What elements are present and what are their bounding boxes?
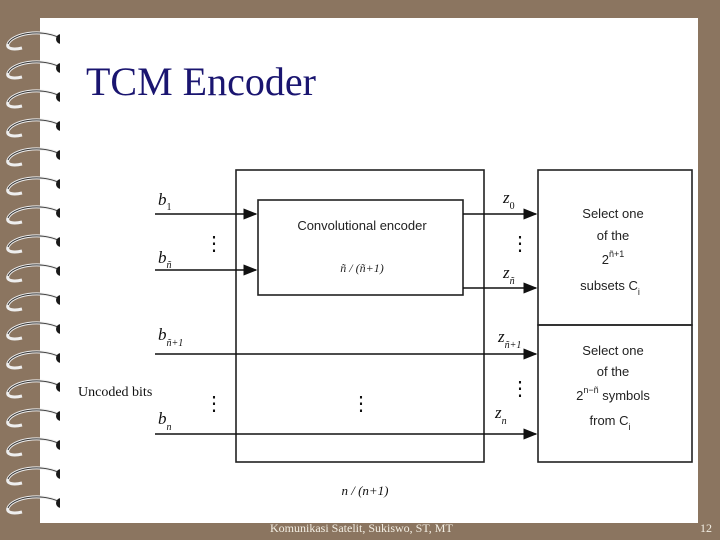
- subset-line3: 2ñ+1: [602, 249, 625, 267]
- convolutional-encoder-box: [257, 199, 464, 296]
- symbol-line3-rest: symbols: [599, 388, 651, 403]
- spiral-binding-icon: [6, 31, 60, 515]
- label-bn-sub: n: [167, 422, 172, 433]
- label-z0-base: z: [502, 188, 510, 207]
- subset-line4-sub: i: [638, 287, 640, 297]
- conv-encoder-label: Convolutional encoder: [297, 218, 427, 233]
- symbol-line2: of the: [597, 364, 630, 379]
- spiral-ring-shadow: [7, 177, 60, 190]
- binding-hole: [56, 150, 60, 160]
- outer-encoder-box: [235, 169, 485, 463]
- binding-hole: [56, 498, 60, 508]
- symbol-line3-exp: n−ñ: [583, 385, 598, 395]
- spiral-ring-shadow: [7, 148, 60, 161]
- label-bn-base: b: [158, 409, 167, 428]
- subset-line3-base: 2: [602, 252, 609, 267]
- spiral-ring-shadow: [7, 119, 60, 132]
- output-ellipsis-top: ⋮: [510, 233, 530, 255]
- output-ellipsis-bottom: ⋮: [510, 378, 530, 400]
- symbol-line3: 2n−ñ symbols: [576, 385, 650, 403]
- binding-hole: [56, 469, 60, 479]
- binding-hole: [56, 237, 60, 247]
- binding-hole: [56, 440, 60, 450]
- subset-line4: subsets Ci: [580, 278, 640, 297]
- binding-hole: [56, 411, 60, 421]
- binding-hole: [56, 324, 60, 334]
- symbol-line3-base: 2: [576, 388, 583, 403]
- spiral-ring-shadow: [7, 351, 60, 364]
- spiral-ring-shadow: [7, 467, 60, 480]
- spiral-ring-shadow: [7, 409, 60, 422]
- input-ellipsis-top: ⋮: [204, 233, 224, 255]
- label-bn-tilde-sub: ñ: [167, 260, 172, 271]
- label-bn-tilde-base: b: [158, 248, 167, 267]
- slide-title: TCM Encoder: [86, 59, 316, 104]
- uncoded-bits-label: Uncoded bits: [78, 385, 152, 400]
- middle-ellipsis: ⋮: [351, 393, 371, 415]
- symbol-selector-box: [537, 324, 693, 463]
- label-z0-sub: 0: [510, 201, 515, 212]
- label-zn-base: z: [494, 403, 502, 422]
- page-number: 12: [700, 521, 712, 535]
- label-bn1-base: b: [158, 325, 167, 344]
- binding-hole: [56, 266, 60, 276]
- label-zn1-sub: ñ+1: [505, 340, 522, 351]
- label-zn-sub: n: [502, 416, 507, 427]
- binding-hole: [56, 63, 60, 73]
- subset-line4-text: subsets C: [580, 278, 638, 293]
- binding-hole: [56, 179, 60, 189]
- spiral-ring-shadow: [7, 322, 60, 335]
- label-bn1: bñ+1: [158, 325, 183, 349]
- label-zn-tilde: zñ: [502, 263, 515, 287]
- spiral-ring-shadow: [7, 32, 60, 45]
- symbol-line1: Select one: [582, 343, 643, 358]
- input-ellipsis-bottom: ⋮: [204, 393, 224, 415]
- label-b1-base: b: [158, 190, 167, 209]
- binding-hole: [56, 121, 60, 131]
- subset-line3-exp: ñ+1: [609, 249, 624, 259]
- spiral-ring-shadow: [7, 264, 60, 277]
- symbol-line4-text: from C: [590, 413, 629, 428]
- label-zn1: zñ+1: [497, 327, 521, 351]
- subset-selector-box: [537, 169, 693, 326]
- label-zn1-base: z: [497, 327, 505, 346]
- spiral-ring-shadow: [7, 380, 60, 393]
- conv-encoder-rate: ñ / (ñ+1): [340, 261, 383, 275]
- footer-text: Komunikasi Satelit, Sukiswo, ST, MT: [270, 521, 453, 535]
- binding-hole: [56, 208, 60, 218]
- binding-hole: [56, 295, 60, 305]
- label-bn: bn: [158, 409, 172, 433]
- spiral-ring-shadow: [7, 61, 60, 74]
- label-bn1-sub: ñ+1: [167, 338, 184, 349]
- symbol-line4: from Ci: [590, 413, 631, 432]
- binding-hole: [56, 92, 60, 102]
- label-z0: z0: [502, 188, 515, 212]
- label-bn-tilde: bñ: [158, 248, 172, 271]
- spiral-ring-shadow: [7, 206, 60, 219]
- label-zn-tilde-sub: ñ: [510, 276, 515, 287]
- label-b1-sub: 1: [167, 202, 172, 213]
- spiral-ring-shadow: [7, 235, 60, 248]
- spiral-ring-shadow: [7, 438, 60, 451]
- binding-hole: [56, 34, 60, 44]
- binding-hole: [56, 382, 60, 392]
- binding-hole: [56, 353, 60, 363]
- overall-rate: n / (n+1): [341, 483, 388, 498]
- symbol-line4-sub: i: [629, 422, 631, 432]
- spiral-ring-shadow: [7, 90, 60, 103]
- subset-line2: of the: [597, 228, 630, 243]
- spiral-ring-shadow: [7, 496, 60, 509]
- slide-page: [40, 18, 698, 523]
- label-zn-tilde-base: z: [502, 263, 510, 282]
- label-b1: b1: [158, 190, 172, 213]
- label-zn: zn: [494, 403, 507, 427]
- subset-line1: Select one: [582, 206, 643, 221]
- spiral-ring-shadow: [7, 293, 60, 306]
